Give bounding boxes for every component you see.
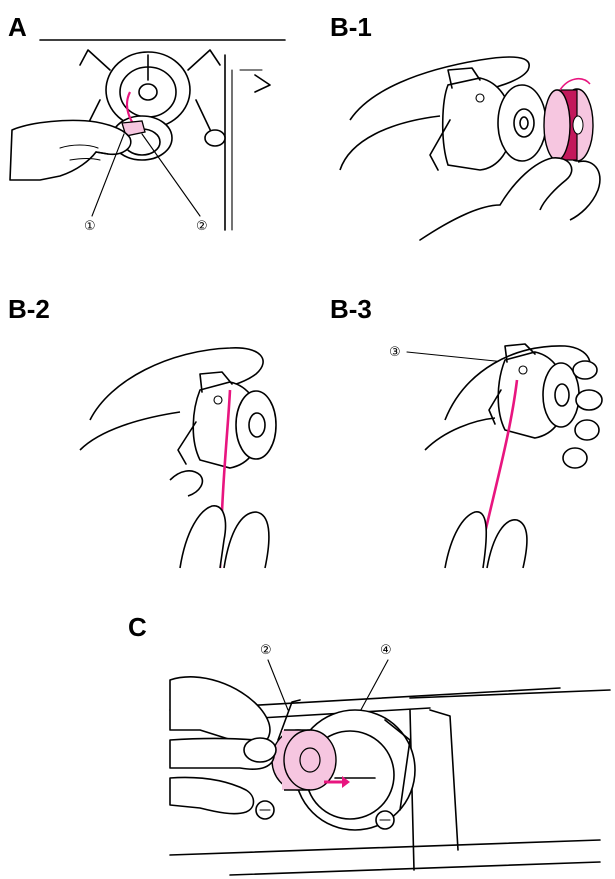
panel-b3-label: B-3 bbox=[330, 296, 372, 322]
panel-c-illustration: ② ④ bbox=[160, 630, 615, 879]
panel-b1-illustration bbox=[330, 30, 615, 245]
callout-1: ① bbox=[84, 219, 96, 234]
callout-2: ② bbox=[196, 219, 208, 234]
panel-c-label: C bbox=[128, 614, 147, 640]
callout-c-4: ④ bbox=[380, 643, 392, 658]
callout-3: ③ bbox=[389, 345, 401, 360]
panel-b2-illustration bbox=[60, 330, 300, 570]
panel-b3-illustration: ③ bbox=[385, 330, 605, 570]
panel-b2-label: B-2 bbox=[8, 296, 50, 322]
panel-a-illustration: ① ② bbox=[0, 30, 300, 260]
callout-c-2: ② bbox=[260, 643, 272, 658]
